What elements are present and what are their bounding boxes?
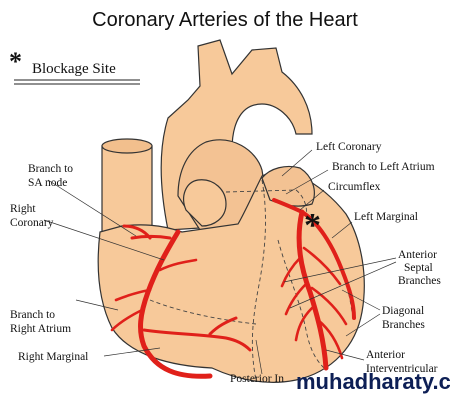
pointer-right-atrium — [75, 299, 119, 311]
label-branch-sa-line2: SA node — [28, 177, 67, 189]
label-anterior-septal-line3: Branches — [398, 275, 441, 287]
pointer-sa-node — [47, 179, 137, 237]
label-anterior-septal-line1: Anterior — [398, 249, 437, 261]
right-marginal-branch — [142, 316, 252, 352]
pointer-lines — [43, 149, 397, 375]
label-branch-sa-line1: Branch to — [28, 163, 73, 175]
pointer-diagonal-2 — [345, 313, 381, 337]
label-posterior-iv: Posterior In — [230, 373, 284, 385]
pointer-anterior-iv — [325, 349, 365, 361]
pointer-posterior-iv — [255, 339, 263, 375]
label-anterior-septal-line2: Septal — [404, 262, 433, 274]
label-right-coronary-line1: Right — [10, 203, 36, 215]
label-right-marginal: Right Marginal — [18, 351, 88, 363]
blockage-site-marker: * — [304, 207, 321, 244]
label-anterior-iv-line2: Interventricular — [366, 363, 438, 375]
right-atrium-branches — [110, 258, 198, 332]
diagram-title: Coronary Arteries of the Heart — [92, 9, 358, 31]
legend-star-symbol: * — [9, 47, 22, 76]
labels: Left Coronary Branch to Left Atrium Circ… — [10, 141, 441, 385]
right-coronary-artery — [138, 229, 213, 379]
diagonal-branches — [302, 246, 348, 360]
label-branch-ra-line1: Branch to — [10, 309, 55, 321]
coronary-arteries — [110, 198, 356, 379]
pointer-septal-1 — [283, 257, 397, 283]
heart-illustration — [97, 39, 365, 383]
label-right-coronary-line2: Coronary — [10, 217, 54, 229]
left-atrial-appendage — [261, 165, 315, 207]
anterior-septal-branches — [280, 256, 314, 342]
pointer-left-marginal — [331, 221, 353, 239]
left-atrium-outline — [225, 189, 307, 217]
lower-dashed-outline — [149, 299, 257, 325]
pointer-circumflex — [299, 189, 325, 211]
label-left-coronary: Left Coronary — [316, 141, 382, 153]
label-anterior-iv-line1: Anterior — [366, 349, 405, 361]
watermark-text: muhadharaty.com — [296, 369, 450, 394]
sa-node-branch — [122, 224, 172, 240]
pointer-right-marginal — [103, 347, 161, 357]
label-diagonal-line2: Branches — [382, 319, 425, 331]
pointer-diagonal-1 — [341, 289, 381, 311]
legend-label: Blockage Site — [32, 61, 116, 77]
circumflex-artery — [300, 210, 356, 320]
label-circumflex: Circumflex — [328, 181, 381, 193]
label-left-marginal: Left Marginal — [354, 211, 418, 223]
label-diagonal-line1: Diagonal — [382, 305, 424, 317]
pointer-right-coronary — [43, 219, 165, 261]
label-branch-left-atrium: Branch to Left Atrium — [332, 161, 435, 173]
pointer-left-coronary — [281, 149, 313, 177]
anterior-interventricular-artery — [296, 209, 329, 371]
pulmonary-bulge — [183, 179, 227, 227]
legend: * Blockage Site — [9, 47, 140, 85]
vena-cava-opening — [101, 138, 153, 154]
pointer-septal-2 — [289, 261, 397, 309]
pointer-branch-left-atrium — [285, 169, 329, 195]
posterior-branch-dashed — [277, 239, 325, 369]
label-branch-ra-line2: Right Atrium — [10, 323, 71, 335]
posterior-groove — [251, 179, 266, 381]
